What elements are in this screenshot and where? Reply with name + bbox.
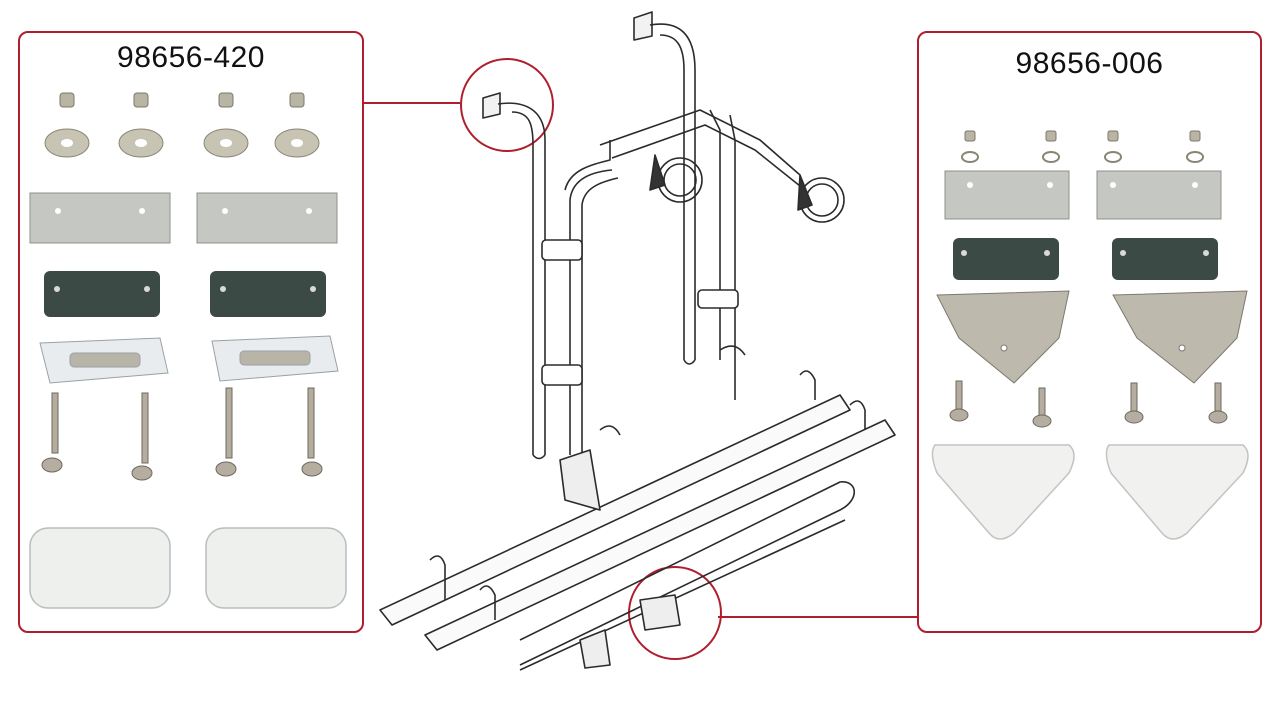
bracket-icon bbox=[936, 290, 1248, 384]
pad-icon bbox=[953, 238, 1218, 280]
nut-icon bbox=[59, 92, 305, 108]
bracket-icon bbox=[39, 335, 339, 384]
bolt-icon bbox=[41, 387, 323, 481]
nut-icon bbox=[964, 130, 1201, 142]
washer-icon bbox=[961, 151, 1204, 163]
kit-code-left: 98656-420 bbox=[117, 41, 265, 74]
kit-panel-right: 98656-006 bbox=[917, 31, 1262, 633]
pad-icon bbox=[44, 271, 326, 317]
highlight-circle-top bbox=[460, 58, 554, 152]
kit-code-right: 98656-006 bbox=[1015, 47, 1164, 80]
washer-icon bbox=[44, 128, 320, 158]
kit-panel-left: 98656-420 bbox=[18, 31, 364, 633]
end-cap-icon bbox=[931, 444, 1249, 540]
plate-icon bbox=[29, 192, 338, 244]
bolt-icon bbox=[949, 380, 1228, 428]
end-cap-icon bbox=[29, 527, 347, 609]
plate-icon bbox=[944, 170, 1222, 220]
carrier-frame bbox=[379, 11, 896, 671]
kit-parts-right bbox=[931, 130, 1249, 540]
kit-parts-left bbox=[29, 92, 347, 609]
